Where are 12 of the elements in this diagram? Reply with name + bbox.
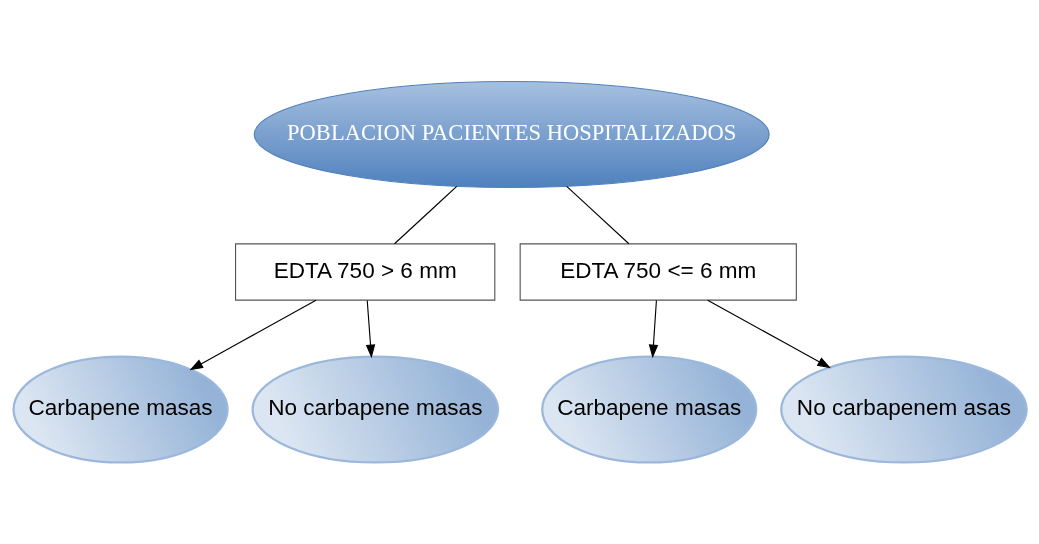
node-ellipse: Carbapene masas bbox=[540, 355, 757, 464]
node-ellipse: No carbapene masas bbox=[251, 355, 499, 464]
node-box: EDTA 750 > 6 mm bbox=[234, 243, 495, 301]
node-ellipse: Carbapene masas bbox=[11, 355, 229, 464]
node-box: EDTA 750 <= 6 mm bbox=[519, 243, 797, 301]
arrow bbox=[648, 299, 658, 359]
connector bbox=[565, 185, 629, 245]
connector bbox=[393, 185, 457, 245]
arrow bbox=[365, 299, 375, 359]
node-ellipse: POBLACION PACIENTES HOSPITALIZADOS bbox=[253, 80, 770, 189]
arrow bbox=[706, 299, 831, 369]
arrow bbox=[189, 299, 317, 371]
